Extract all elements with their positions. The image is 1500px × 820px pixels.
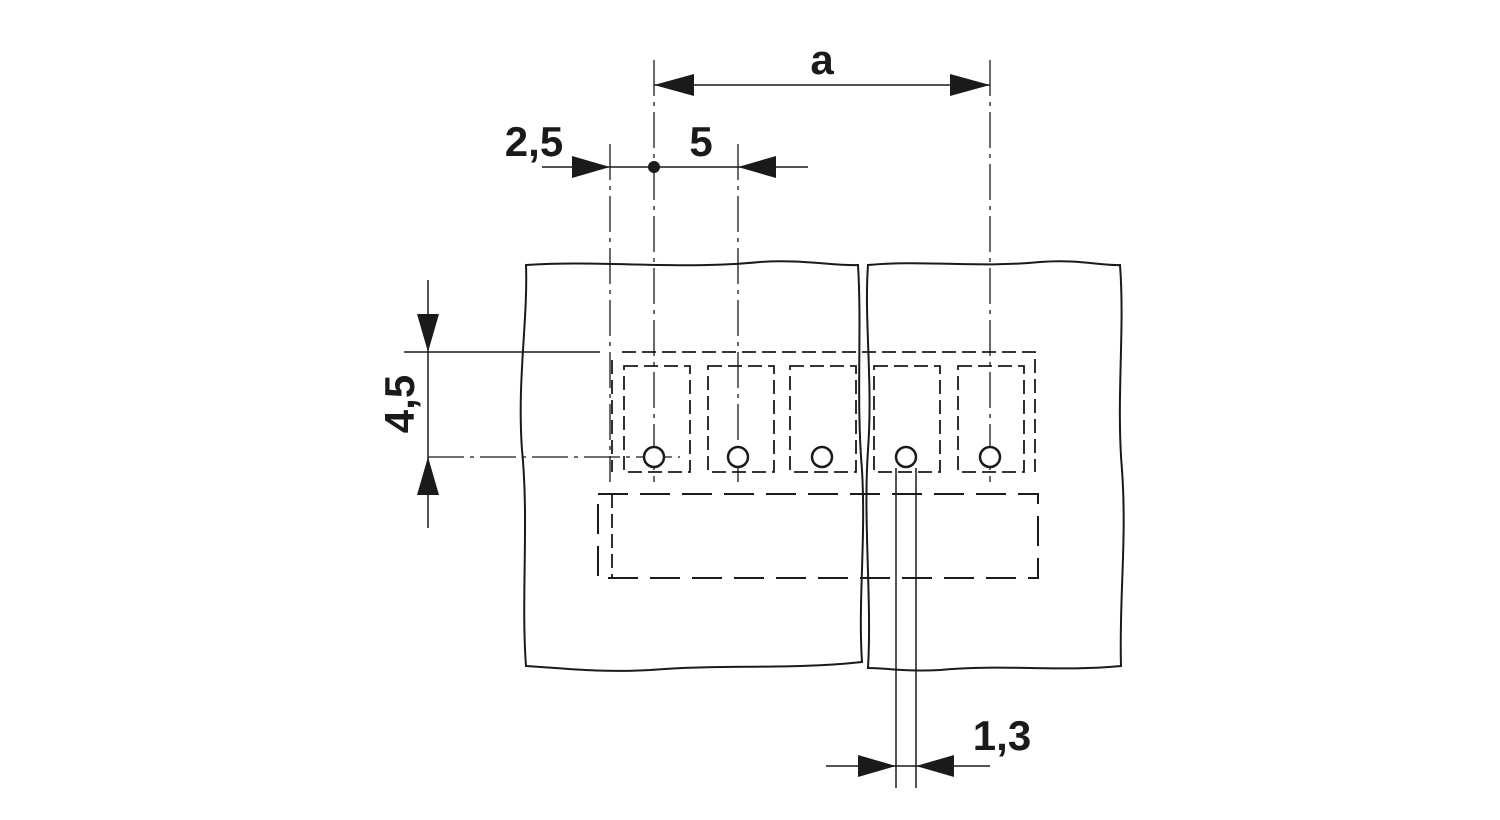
dimension-offset-label: 2,5 [505,118,563,165]
pcb-board-left [519,260,865,672]
dimension-a-label: a [810,36,834,83]
dimension-hole-diameter-label: 1,3 [973,712,1031,759]
pcb-board-right [865,260,1125,672]
drill-hole [726,445,750,469]
pcb-board [519,260,1125,672]
drill-hole [894,445,918,469]
dimension-pitch-label: 5 [689,118,712,165]
dimension-a: a [654,36,990,96]
drill-hole [642,445,666,469]
dimension-offset-pitch: 2,5 5 [505,118,808,178]
drill-hole [978,445,1002,469]
drill-hole [810,445,834,469]
dimension-hole-diameter: 1,3 [826,468,1031,788]
connector-outline [597,351,1039,579]
center-lines [428,60,991,482]
dimension-row-spacing: 4,5 [376,280,600,528]
drill-holes [642,445,1002,469]
dimension-row-spacing-label: 4,5 [376,375,423,433]
